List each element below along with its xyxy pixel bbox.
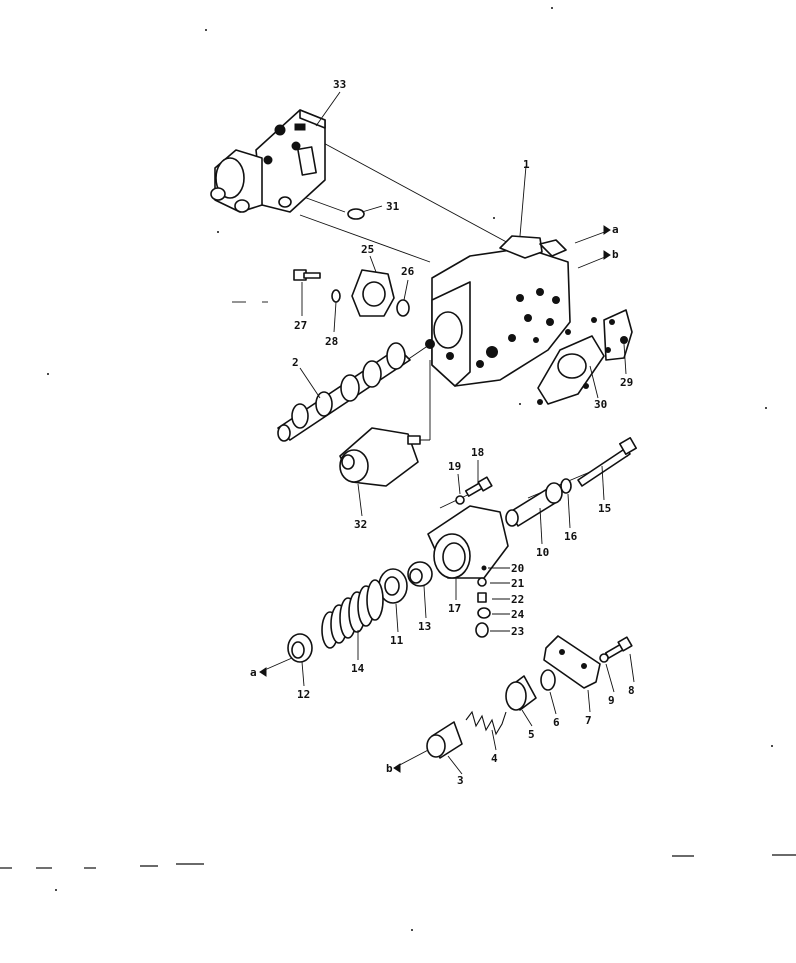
label-part-32: 32 bbox=[354, 518, 367, 531]
part-4-spring bbox=[465, 710, 507, 736]
part-22-spring bbox=[477, 592, 487, 603]
label-part-12: 12 bbox=[297, 688, 310, 701]
part-30-gasket bbox=[537, 317, 605, 405]
label-part-30: 30 bbox=[594, 398, 607, 411]
label-part-22: 22 bbox=[511, 593, 524, 606]
label-part-8: 8 bbox=[628, 684, 635, 697]
part-12-retainer bbox=[287, 633, 313, 663]
label-part-19: 19 bbox=[448, 460, 461, 473]
label-part-18: 18 bbox=[471, 446, 484, 459]
part-27-bolt bbox=[293, 269, 321, 281]
part-13-seal bbox=[407, 561, 433, 587]
part-28-washer bbox=[331, 289, 341, 303]
label-part-26: 26 bbox=[401, 265, 415, 278]
part-1-valve-body bbox=[425, 235, 571, 387]
label-flow-a-top: a bbox=[612, 223, 619, 236]
label-part-15: 15 bbox=[598, 502, 611, 515]
label-part-7: 7 bbox=[585, 714, 592, 727]
part-25-flange bbox=[351, 269, 395, 317]
part-32-solenoid bbox=[339, 427, 421, 487]
part-14-spring bbox=[321, 579, 384, 649]
part-21-seat bbox=[477, 577, 487, 587]
part-10-piston bbox=[505, 482, 563, 527]
label-part-33: 33 bbox=[333, 78, 346, 91]
label-part-3: 3 bbox=[457, 774, 464, 787]
part-number-labels: 33 1 31 25 26 27 28 2 29 30 32 19 18 15 … bbox=[292, 78, 635, 787]
part-19-washer bbox=[455, 495, 465, 505]
part-33-pilot-valve bbox=[210, 109, 326, 213]
label-part-13: 13 bbox=[418, 620, 431, 633]
part-2-spool bbox=[277, 342, 411, 442]
label-flow-a-bottom: a bbox=[250, 666, 257, 679]
part-15-bolt bbox=[577, 437, 637, 487]
part-8-bolt bbox=[604, 636, 633, 659]
label-flow-b-bottom: b bbox=[386, 762, 393, 775]
label-part-31: 31 bbox=[386, 200, 400, 213]
label-part-11: 11 bbox=[390, 634, 404, 647]
part-11-piston bbox=[378, 568, 408, 604]
part-23-plug bbox=[475, 622, 489, 638]
part-5-plug bbox=[505, 675, 537, 711]
part-31-o-ring bbox=[347, 208, 365, 220]
label-part-20: 20 bbox=[511, 562, 524, 575]
label-part-9: 9 bbox=[608, 694, 615, 707]
part-26-o-ring bbox=[396, 299, 410, 317]
label-part-29: 29 bbox=[620, 376, 633, 389]
scan-artifacts bbox=[0, 7, 796, 931]
part-6-o-ring bbox=[540, 669, 556, 691]
label-part-23: 23 bbox=[511, 625, 524, 638]
part-20-ball bbox=[481, 565, 487, 571]
part-24-washer bbox=[477, 607, 491, 619]
label-part-24: 24 bbox=[511, 608, 525, 621]
part-9-washer bbox=[599, 653, 609, 663]
part-29-gasket bbox=[603, 309, 633, 361]
label-part-1: 1 bbox=[523, 158, 530, 171]
label-part-21: 21 bbox=[511, 577, 525, 590]
label-part-10: 10 bbox=[536, 546, 549, 559]
label-part-16: 16 bbox=[564, 530, 578, 543]
flow-letter-labels: a b a b bbox=[250, 223, 619, 775]
label-part-17: 17 bbox=[448, 602, 461, 615]
label-leaders bbox=[299, 91, 635, 775]
part-7-plate bbox=[543, 635, 601, 689]
flow-arrows bbox=[259, 225, 611, 773]
part-3-plug bbox=[426, 721, 463, 759]
label-part-6: 6 bbox=[553, 716, 560, 729]
label-part-28: 28 bbox=[325, 335, 338, 348]
part-18-bolt bbox=[464, 476, 493, 497]
label-flow-b-top: b bbox=[612, 248, 619, 261]
label-part-25: 25 bbox=[361, 243, 374, 256]
part-16-washer bbox=[560, 478, 572, 494]
label-part-5: 5 bbox=[528, 728, 535, 741]
part-17-cover bbox=[427, 505, 509, 579]
label-part-4: 4 bbox=[491, 752, 498, 765]
label-part-14: 14 bbox=[351, 662, 365, 675]
label-part-27: 27 bbox=[294, 319, 307, 332]
label-part-2: 2 bbox=[292, 356, 299, 369]
